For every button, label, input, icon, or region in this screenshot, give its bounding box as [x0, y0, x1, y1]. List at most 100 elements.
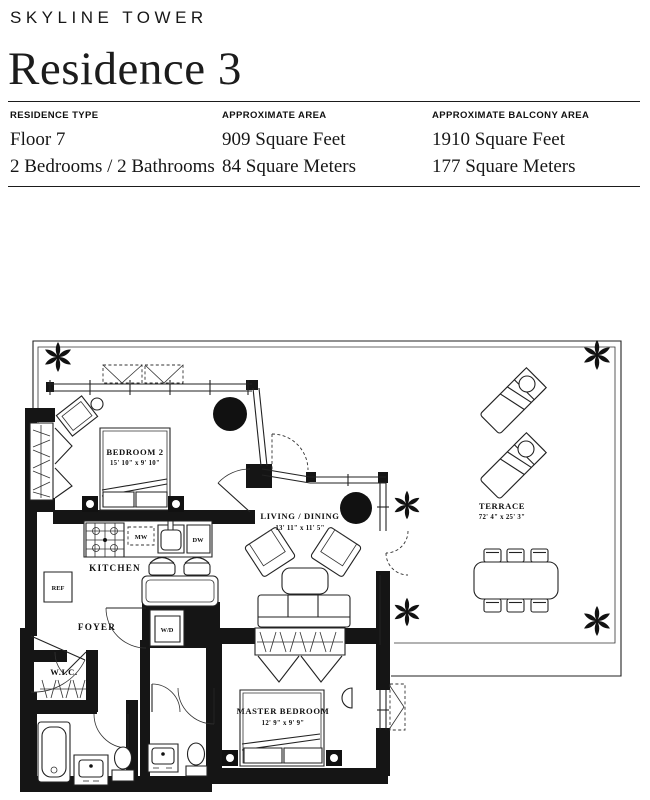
armchair [244, 527, 295, 578]
coffee-table [282, 568, 328, 594]
bifold-door [301, 656, 342, 682]
terrace-border [33, 341, 621, 676]
terrace: TERRACE 72' 4" x 25' 3" [33, 340, 621, 676]
spec-value: 909 Square Feet [222, 129, 346, 150]
side-table [518, 441, 534, 457]
plant-icon [582, 340, 612, 370]
terrace-door-north [272, 434, 308, 470]
nightstand-lamp [222, 750, 238, 766]
terrace-inner-border [38, 347, 615, 643]
desk [56, 396, 97, 436]
wic-door [55, 652, 86, 674]
spec-value: 2 Bedrooms / 2 Bathrooms [10, 155, 215, 177]
terrace-label: TERRACE [479, 501, 525, 511]
spec-residence-type: RESIDENCE TYPE Floor 7 2 Bedrooms / 2 Ba… [10, 110, 222, 181]
living-dims: 13' 11" x 11' 5" [275, 525, 324, 532]
divider-bottom [8, 186, 640, 187]
bedroom2: BEDROOM 2 15' 10" x 9' 10" [30, 396, 247, 512]
plant-icon [393, 490, 421, 520]
bedroom2-dims: 15' 10" x 9' 10" [110, 460, 160, 467]
sink [158, 521, 184, 553]
master-door [178, 688, 214, 724]
bath1-door [94, 714, 128, 748]
divider-top [8, 101, 640, 102]
toilet [112, 747, 134, 781]
bifold-door [55, 428, 72, 464]
building-brand: SKYLINE TOWER [10, 8, 208, 27]
spec-heading: APPROXIMATE AREA [222, 110, 327, 121]
windows [48, 365, 405, 730]
living-label: LIVING / DINING [260, 511, 339, 521]
pillow [136, 492, 167, 507]
bar-stool [148, 556, 176, 576]
toilet [186, 743, 207, 776]
bathroom-2 [148, 743, 207, 776]
bed [100, 428, 170, 510]
foyer: FOYER [78, 622, 116, 632]
kitchen-label: KITCHEN [89, 563, 141, 573]
closet-hangers [42, 680, 85, 698]
column [340, 492, 372, 524]
spec-value: Floor 7 [10, 129, 66, 150]
vanity-sink [74, 755, 108, 785]
wall-sconce [342, 688, 352, 708]
svg-text:W/D: W/D [161, 627, 174, 634]
svg-text:MW: MW [135, 534, 148, 541]
plant-icon [393, 597, 421, 627]
side-table [519, 376, 535, 392]
bedroom2-label: BEDROOM 2 [106, 447, 163, 457]
bath2-door [152, 684, 180, 712]
chaise-lounger [479, 432, 547, 500]
pillow [244, 748, 282, 763]
svg-text:DW: DW [192, 537, 204, 544]
spec-value: 1910 Square Feet [432, 129, 565, 150]
pillow [284, 748, 322, 763]
wic-label: W.I.C. [50, 667, 77, 677]
vanity-sink [148, 744, 178, 772]
bedroom2-door [218, 469, 250, 512]
spec-heading: RESIDENCE TYPE [10, 110, 99, 121]
spec-balcony-area: APPROXIMATE BALCONY AREA 1910 Square Fee… [432, 110, 640, 181]
kitchen: MW DW REF KITCHEN [44, 521, 218, 606]
foyer-label: FOYER [78, 622, 116, 632]
range [86, 523, 124, 557]
floor-plan: TERRACE 72' 4" x 25' 3" [20, 340, 650, 792]
bed [240, 690, 324, 766]
closet-hangers [33, 430, 50, 497]
ac-unit [390, 684, 405, 730]
bifold-door [258, 656, 299, 682]
outdoor-dining-set [474, 548, 558, 613]
outdoor-table [474, 562, 558, 599]
page-title: Residence 3 [8, 43, 242, 95]
walk-in-closet: W.I.C. [40, 667, 86, 698]
bathtub [38, 722, 70, 782]
desk-chair [91, 398, 103, 410]
bathroom-1 [38, 722, 134, 785]
living-dining: LIVING / DINING 13' 11" x 11' 5" [244, 492, 372, 627]
pillow [103, 492, 134, 507]
laundry-door [106, 608, 146, 648]
master-label: MASTER BEDROOM [237, 706, 330, 716]
microwave: MW [128, 527, 154, 545]
spec-value: 177 Square Meters [432, 155, 576, 177]
sofa [258, 595, 350, 627]
spec-table: RESIDENCE TYPE Floor 7 2 Bedrooms / 2 Ba… [10, 110, 640, 181]
refrigerator: REF [44, 572, 72, 602]
doors [31, 434, 408, 748]
bifold-door [55, 468, 72, 498]
master-dims: 12' 9" x 9' 9" [262, 720, 305, 727]
nightstand-lamp [326, 750, 342, 766]
column [213, 397, 247, 431]
armchair [310, 527, 361, 578]
terrace-door-east [386, 531, 408, 575]
master-bedroom: MASTER BEDROOM 12' 9" x 9' 9" [222, 628, 352, 766]
chaise-lounger [479, 367, 547, 435]
spec-approximate-area: APPROXIMATE AREA 909 Square Feet 84 Squa… [222, 110, 432, 181]
entry-door [31, 636, 85, 692]
spec-value: 84 Square Meters [222, 155, 357, 177]
terrace-dims: 72' 4" x 25' 3" [479, 514, 525, 521]
bar-stool [183, 556, 211, 576]
ac-grille [103, 365, 183, 383]
island [142, 556, 218, 607]
master-closet [255, 628, 345, 682]
